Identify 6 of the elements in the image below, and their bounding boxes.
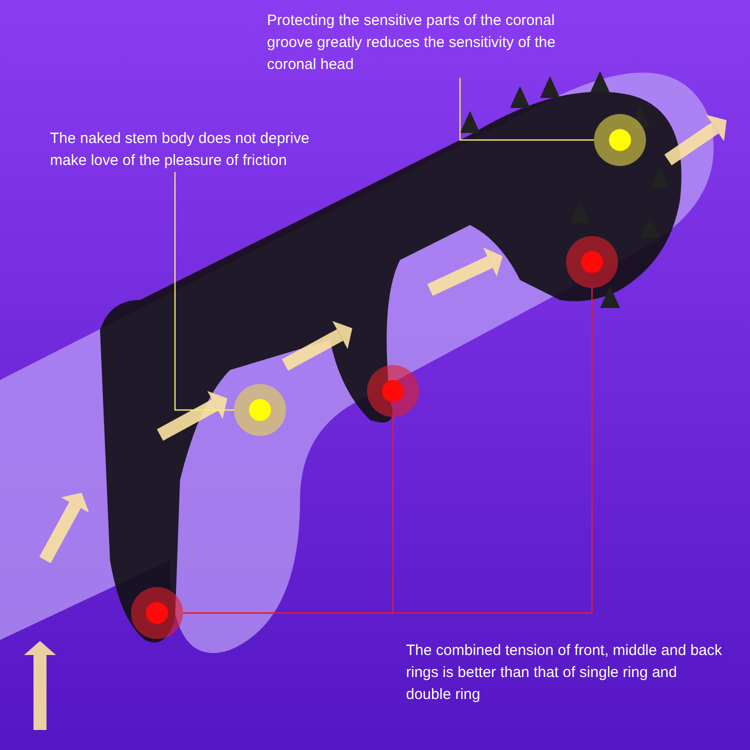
callout-text: The combined tension of front, middle and back rings is better than that of single ring and double ring bbox=[406, 641, 724, 705]
leader-line bbox=[183, 417, 394, 614]
leader-line bbox=[459, 78, 594, 141]
callout-text: The naked stem body does not deprive make love of the pleasure of friction bbox=[50, 129, 310, 171]
leader-line bbox=[174, 172, 234, 411]
callout-text: Protecting the sensitive parts of the coronal groove greatly reduces the sensitivity of the coronal head bbox=[267, 11, 556, 75]
